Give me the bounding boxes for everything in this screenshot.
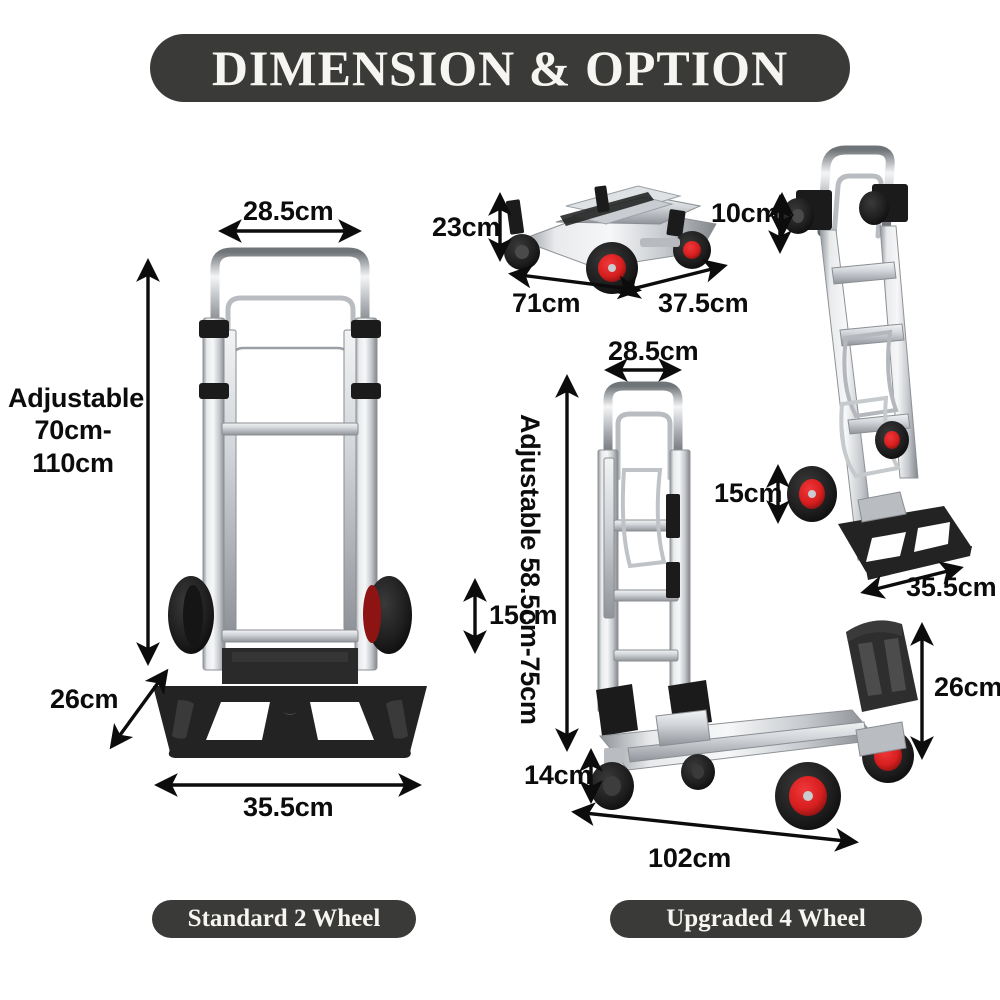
arrow-toe-plate-depth	[109, 668, 169, 750]
label-toe-plate-depth: 26cm	[50, 684, 119, 714]
label-base-width: 35.5cm	[243, 792, 334, 822]
label-platform-handle-width: 28.5cm	[608, 336, 699, 366]
arrow-platform-length	[571, 802, 859, 852]
caption-upgraded-4-wheel: Upgraded 4 Wheel	[610, 900, 922, 938]
label-handle-width: 28.5cm	[243, 196, 334, 226]
label-folded-height: 23cm	[432, 212, 501, 242]
label-platform-length: 102cm	[648, 843, 732, 873]
label-folded-length: 71cm	[512, 288, 581, 318]
label-folded-deck-height: 10cm	[711, 198, 780, 228]
label-upright-wheel-diameter: 15cm	[714, 478, 783, 508]
label-platform-adjustable-height: Adjustable 58.5cm-75cm	[515, 414, 545, 725]
label-adjustable-line-1: Adjustable	[8, 383, 145, 413]
label-folded-width: 37.5cm	[658, 288, 749, 318]
label-adjustable-line-2: 70cm-	[34, 415, 112, 446]
label-adjustable-line-3: 110cm	[32, 447, 114, 478]
arrow-folded-width	[616, 259, 728, 299]
label-wheel-diameter: 15cm	[489, 600, 558, 630]
caption-standard-2-wheel: Standard 2 Wheel	[152, 900, 416, 938]
label-platform-caster-height: 14cm	[524, 760, 593, 790]
label-upright-plate-width: 35.5cm	[906, 572, 997, 602]
arrow-upright-plate-width	[860, 561, 964, 599]
label-platform-endgate-height: 26cm	[934, 672, 1000, 702]
page-title: DIMENSION & OPTION	[150, 34, 850, 102]
